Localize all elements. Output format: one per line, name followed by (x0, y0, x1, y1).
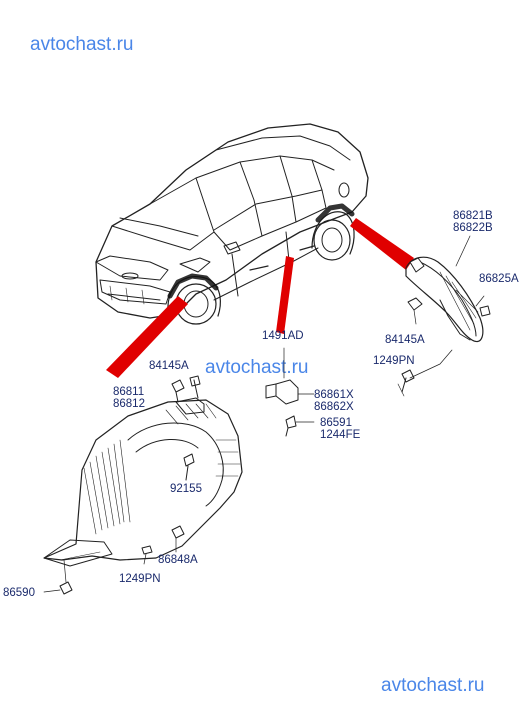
part-label-1491ad: 1491AD (262, 330, 304, 342)
callout-band-rear (350, 218, 414, 270)
part-label-1249pn-left: 1249PN (119, 573, 161, 585)
part-label-1244fe: 1244FE (320, 429, 361, 441)
callout-band-front (106, 296, 188, 378)
part-label-86862x: 86862X (314, 401, 354, 413)
watermark-middle: avtochast.ru (205, 357, 309, 378)
part-label-92155: 92155 (170, 483, 202, 495)
front-wheel-guard (43, 375, 243, 567)
part-label-84145a-left: 84145A (149, 360, 189, 372)
side-bracket (265, 347, 315, 437)
part-label-86822b: 86822B (453, 222, 493, 234)
part-label-86591: 86591 (320, 417, 352, 429)
part-label-84145a-right: 84145A (385, 334, 425, 346)
part-label-86821b: 86821B (453, 210, 493, 222)
watermark-top: avtochast.ru (30, 34, 134, 55)
left-fasteners (43, 379, 195, 595)
part-label-86825a: 86825A (479, 273, 519, 285)
car-illustration (95, 123, 369, 325)
part-label-1249pn-right: 1249PN (373, 355, 415, 367)
right-fasteners (397, 297, 491, 397)
callout-band-side (276, 256, 294, 334)
part-label-86811: 86811 (113, 386, 145, 398)
rear-wheel-guard (405, 235, 485, 343)
part-label-86861x: 86861X (314, 389, 354, 401)
callout-bands (106, 218, 414, 378)
part-label-86848a: 86848A (158, 554, 198, 566)
part-label-86590: 86590 (3, 587, 35, 599)
watermark-bottom: avtochast.ru (381, 675, 485, 696)
part-label-86812: 86812 (113, 398, 145, 410)
